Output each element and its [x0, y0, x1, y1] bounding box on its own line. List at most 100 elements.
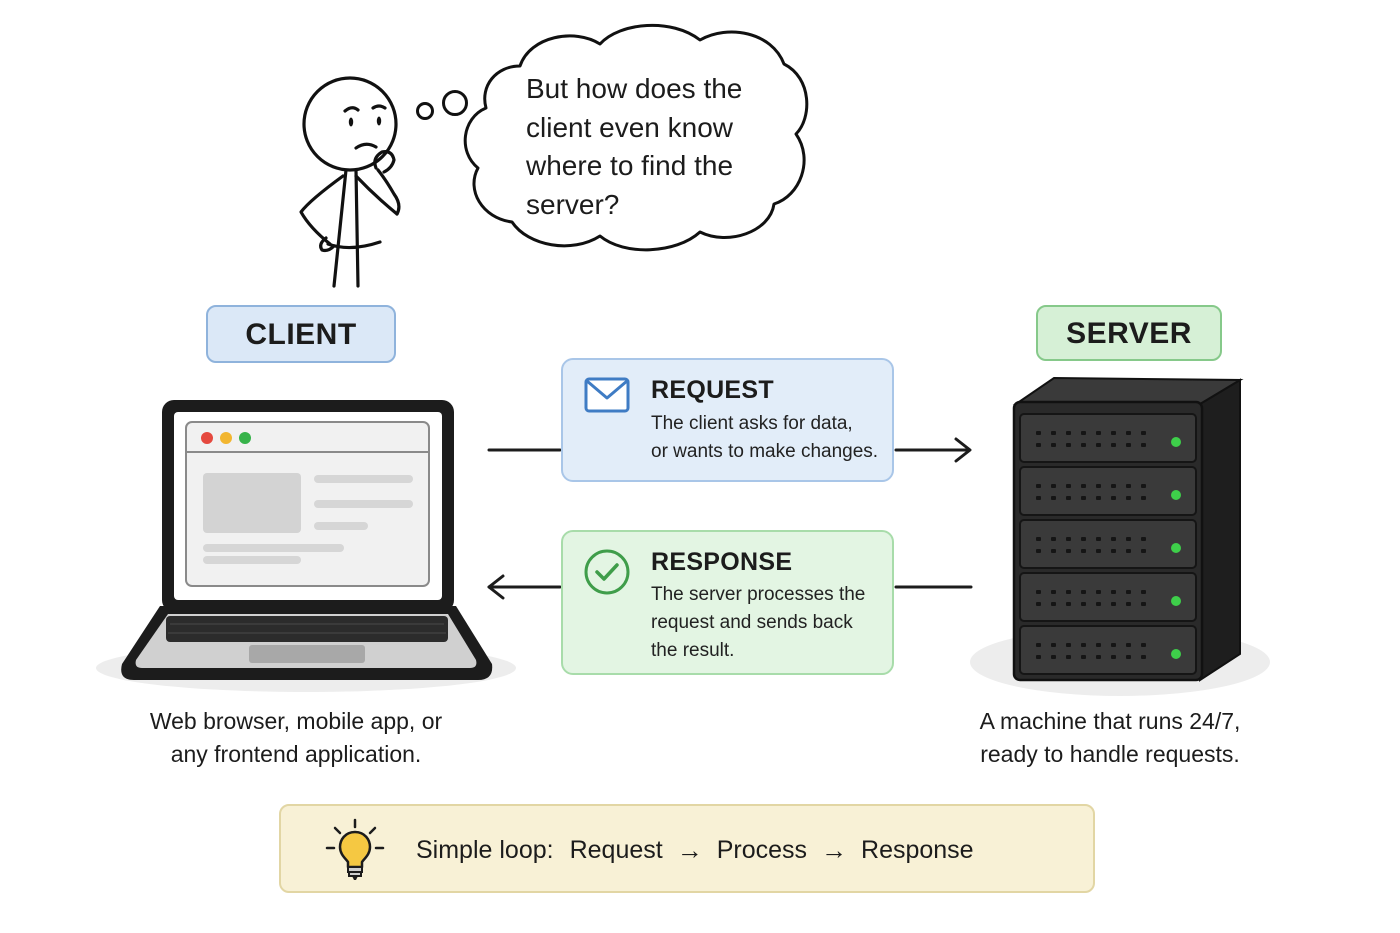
server-unit [1019, 572, 1197, 622]
server-unit [1019, 413, 1197, 463]
server-vent [1036, 602, 1041, 606]
thought-line: client even know [526, 111, 734, 143]
server-vent [1126, 643, 1131, 647]
laptop-trackpad [249, 645, 365, 663]
server-rack-illustration [1012, 376, 1244, 682]
server-vent [1081, 643, 1086, 647]
server-vent [1036, 537, 1041, 541]
response-line: request and sends back [651, 612, 853, 633]
server-vent [1111, 537, 1116, 541]
client-label: CLIENT [206, 305, 396, 363]
arrow-right-icon: → [821, 835, 848, 865]
server-vent [1051, 443, 1056, 447]
server-vent [1051, 484, 1056, 488]
server-vent [1126, 549, 1131, 553]
request-arrow [487, 437, 972, 463]
loop-step-response: Response [861, 836, 974, 864]
server-vent [1126, 431, 1131, 435]
server-vent [1051, 549, 1056, 553]
server-caption-line: ready to handle requests. [980, 741, 1240, 767]
server-vent [1141, 549, 1146, 553]
thinking-stick-figure [299, 76, 401, 288]
server-vent [1036, 443, 1041, 447]
server-vent [1141, 431, 1146, 435]
server-vent [1096, 643, 1101, 647]
thought-line: server? [526, 188, 620, 220]
server-vent [1096, 496, 1101, 500]
server-vent [1066, 655, 1071, 659]
server-vent [1126, 590, 1131, 594]
response-line: The server processes the [651, 584, 866, 605]
server-vent [1141, 443, 1146, 447]
server-status-led [1171, 437, 1181, 447]
server-vent [1066, 602, 1071, 606]
server-vent [1141, 643, 1146, 647]
server-vent [1036, 655, 1041, 659]
server-vent [1096, 443, 1101, 447]
server-vent [1111, 484, 1116, 488]
server-vent [1081, 537, 1086, 541]
server-vent [1126, 484, 1131, 488]
server-vent [1111, 643, 1116, 647]
server-vent [1141, 484, 1146, 488]
server-vent [1051, 602, 1056, 606]
server-vent [1081, 602, 1086, 606]
response-title: RESPONSE [651, 548, 793, 576]
server-status-led [1171, 596, 1181, 606]
server-vent [1111, 655, 1116, 659]
response-line: the result. [651, 640, 735, 661]
server-vent [1141, 496, 1146, 500]
server-vent [1051, 431, 1056, 435]
server-vent [1066, 484, 1071, 488]
server-vent [1081, 655, 1086, 659]
server-caption-line: A machine that runs 24/7, [979, 708, 1241, 734]
server-vent [1126, 602, 1131, 606]
thought-line: where to find the [526, 150, 734, 181]
server-vent [1036, 643, 1041, 647]
server-unit [1019, 625, 1197, 675]
server-vent [1096, 655, 1101, 659]
server-vent [1081, 549, 1086, 553]
request-description: The client asks for data, or wants to ma… [651, 410, 891, 466]
server-vent [1036, 549, 1041, 553]
server-vent [1066, 643, 1071, 647]
server-vent [1111, 431, 1116, 435]
server-vent [1111, 443, 1116, 447]
server-vent [1066, 431, 1071, 435]
loop-step-process: Process [716, 836, 808, 864]
server-vent [1051, 496, 1056, 500]
client-caption-line: Web browser, mobile app, or [149, 708, 443, 734]
server-vent [1051, 537, 1056, 541]
response-card: RESPONSE The server processes the reques… [561, 530, 894, 675]
server-vent [1081, 496, 1086, 500]
server-vent [1036, 484, 1041, 488]
server-vent [1036, 590, 1041, 594]
request-line: or wants to make changes. [651, 441, 879, 462]
server-vent [1096, 590, 1101, 594]
server-label: SERVER [1036, 305, 1222, 361]
server-vent [1051, 643, 1056, 647]
server-vent [1111, 602, 1116, 606]
server-vent [1051, 590, 1056, 594]
envelope-icon [584, 377, 630, 413]
lightbulb-icon [325, 818, 385, 880]
server-vent [1126, 496, 1131, 500]
server-vent [1036, 496, 1041, 500]
server-vent [1036, 431, 1041, 435]
server-vent [1141, 655, 1146, 659]
server-vent [1126, 655, 1131, 659]
window-maximize-dot [239, 432, 251, 444]
server-vent [1081, 431, 1086, 435]
server-unit [1019, 466, 1197, 516]
server-unit [1019, 519, 1197, 569]
server-vent [1081, 443, 1086, 447]
laptop-illustration [121, 400, 493, 680]
server-vent [1096, 549, 1101, 553]
server-vent [1066, 549, 1071, 553]
server-vent [1081, 590, 1086, 594]
server-vent [1141, 602, 1146, 606]
server-vent [1096, 431, 1101, 435]
thought-bubble-text: But how does the client even know where … [526, 70, 786, 224]
server-vent [1126, 537, 1131, 541]
thought-line: But how does the [526, 73, 743, 104]
